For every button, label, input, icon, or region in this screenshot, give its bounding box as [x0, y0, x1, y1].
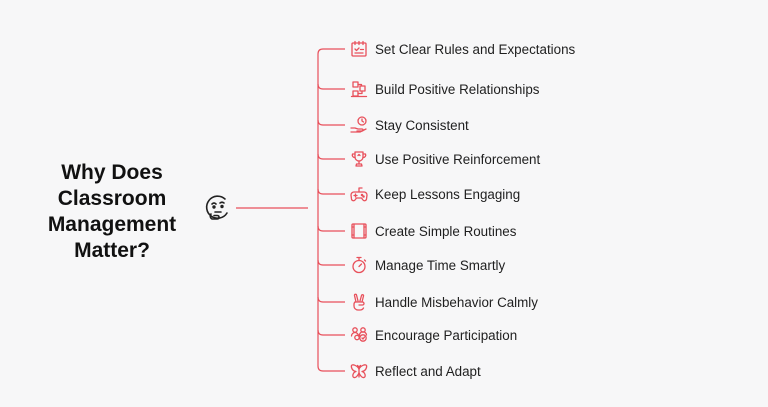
- branch-label: Create Simple Routines: [375, 223, 517, 239]
- branch-connector: [317, 225, 345, 232]
- branch-connector: [317, 259, 345, 266]
- branch-item: Stay Consistent: [349, 114, 469, 136]
- trophy-icon: [349, 149, 369, 169]
- peace-hand-icon: [349, 292, 369, 312]
- branch-lines: [317, 83, 345, 336]
- page-title: Why Does Classroom Management Matter?: [18, 160, 206, 264]
- title-line: Why Does: [61, 161, 163, 184]
- branch-label: Set Clear Rules and Expectations: [375, 41, 576, 57]
- branch-connector: [317, 119, 345, 126]
- connected-blocks-icon: [349, 79, 369, 99]
- branch-label: Keep Lessons Engaging: [375, 186, 521, 202]
- branch-connector: [317, 188, 345, 195]
- calendar-frame-icon: [349, 221, 369, 241]
- branch-item: Keep Lessons Engaging: [349, 183, 520, 205]
- branch-label: Manage Time Smartly: [375, 257, 506, 273]
- branch-item: Handle Misbehavior Calmly: [349, 291, 538, 313]
- branch-label: Use Positive Reinforcement: [375, 151, 541, 167]
- branch-label: Handle Misbehavior Calmly: [375, 294, 538, 310]
- branch-item: Set Clear Rules and Expectations: [349, 38, 575, 60]
- branch-label: Build Positive Relationships: [375, 81, 540, 97]
- gamepad-icon: [349, 184, 369, 204]
- branch-connector: [317, 329, 345, 336]
- branch-label: Encourage Participation: [375, 327, 518, 343]
- thinking-face-icon: [203, 193, 233, 223]
- checklist-board-icon: [349, 39, 369, 59]
- branch-item: Use Positive Reinforcement: [349, 148, 540, 170]
- hand-clock-icon: [349, 115, 369, 135]
- connector-spine: [317, 48, 345, 372]
- title-line: Matter?: [74, 239, 150, 262]
- title-line: Management: [47, 213, 177, 236]
- branch-connector: [317, 83, 345, 90]
- branch-item: Build Positive Relationships: [349, 78, 540, 100]
- branch-connector: [317, 153, 345, 160]
- branch-item: Manage Time Smartly: [349, 254, 505, 276]
- branch-connector: [317, 296, 345, 303]
- branch-item: Reflect and Adapt: [349, 360, 481, 382]
- stopwatch-icon: [349, 255, 369, 275]
- butterfly-icon: [349, 361, 369, 381]
- branch-label: Reflect and Adapt: [375, 363, 481, 379]
- branch-item: Create Simple Routines: [349, 220, 516, 242]
- branch-item: Encourage Participation: [349, 324, 517, 346]
- branch-label: Stay Consistent: [375, 117, 469, 133]
- group-people-icon: [349, 325, 369, 345]
- title-line: Classroom: [57, 187, 167, 210]
